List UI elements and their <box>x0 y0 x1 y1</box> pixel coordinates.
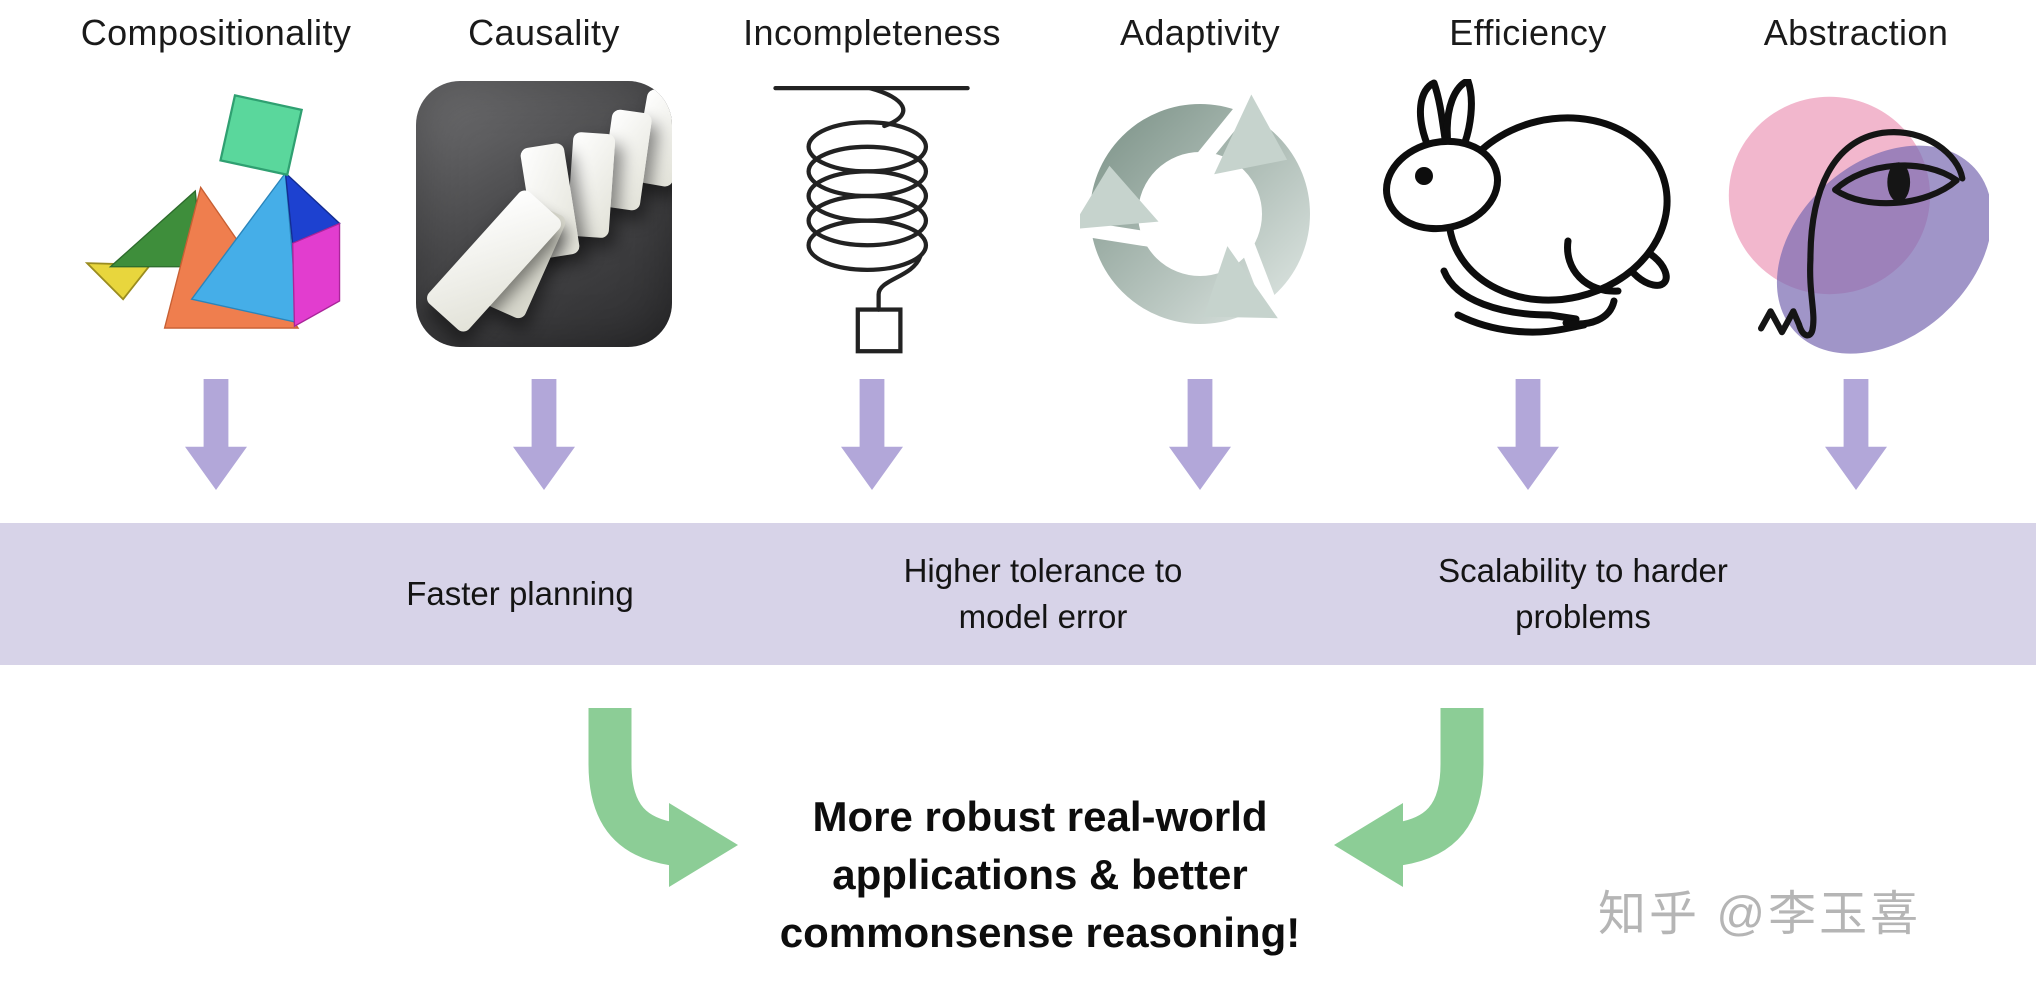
eye-pupil <box>1887 162 1911 203</box>
curved-arrow-left <box>565 706 740 901</box>
down-arrow <box>1497 379 1559 490</box>
abstract-face-blobs-icon <box>1691 70 2021 358</box>
tangram-animal-icon <box>51 70 381 358</box>
column-efficiency: Efficiency <box>1363 10 1693 358</box>
conclusion-line: applications & better <box>832 851 1248 898</box>
falling-dominoes-photo <box>379 70 709 358</box>
benefit-line: Scalability to harder <box>1438 552 1728 589</box>
recycle-cycle-arrows-icon <box>1035 70 1365 358</box>
down-arrow <box>185 379 247 490</box>
benefit-line: problems <box>1515 598 1651 635</box>
abstract-face-svg <box>1728 96 1989 354</box>
benefit-higher-tolerance: Higher tolerance to model error <box>773 523 1313 665</box>
down-arrow <box>1169 379 1231 490</box>
column-label-efficiency: Efficiency <box>1449 12 1607 53</box>
dominoes-image-frame <box>416 81 672 347</box>
down-arrow <box>841 379 903 490</box>
column-label-compositionality: Compositionality <box>80 12 352 53</box>
benefits-band: Faster planning Higher tolerance to mode… <box>0 523 2036 665</box>
column-label-causality: Causality <box>468 12 620 53</box>
spring-svg <box>773 86 970 354</box>
column-compositionality: Compositionality <box>51 10 381 358</box>
tangram-animal-svg <box>85 94 341 329</box>
column-label-incompleteness: Incompleteness <box>743 12 1001 53</box>
conclusion-line: commonsense reasoning! <box>779 909 1301 956</box>
zhihu-watermark: 知乎 @李玉喜 <box>1598 888 1922 941</box>
column-causality: Causality <box>379 10 709 358</box>
benefit-line: Higher tolerance to <box>903 552 1183 589</box>
column-incompleteness: Incompleteness <box>707 10 1037 358</box>
benefit-line: model error <box>958 598 1128 635</box>
down-arrow <box>1825 379 1887 490</box>
column-abstraction: Abstraction <box>1691 10 2021 358</box>
benefit-faster-planning: Faster planning <box>250 523 790 665</box>
conclusion-line: More robust real-world <box>812 793 1268 840</box>
column-adaptivity: Adaptivity <box>1035 10 1365 358</box>
hanging-spring-icon <box>707 70 1037 358</box>
benefit-scalability: Scalability to harder problems <box>1313 523 1853 665</box>
rabbit-svg <box>1382 79 1671 336</box>
column-label-adaptivity: Adaptivity <box>1119 12 1281 53</box>
benefit-line: Faster planning <box>406 575 634 612</box>
conclusion-text: More robust real-world applications & be… <box>780 788 1300 962</box>
cycle-arrows-svg <box>1080 93 1310 324</box>
column-label-abstraction: Abstraction <box>1763 12 1949 53</box>
down-arrow <box>513 379 575 490</box>
running-rabbit-icon <box>1363 70 1693 358</box>
curved-arrow-right <box>1332 706 1507 901</box>
